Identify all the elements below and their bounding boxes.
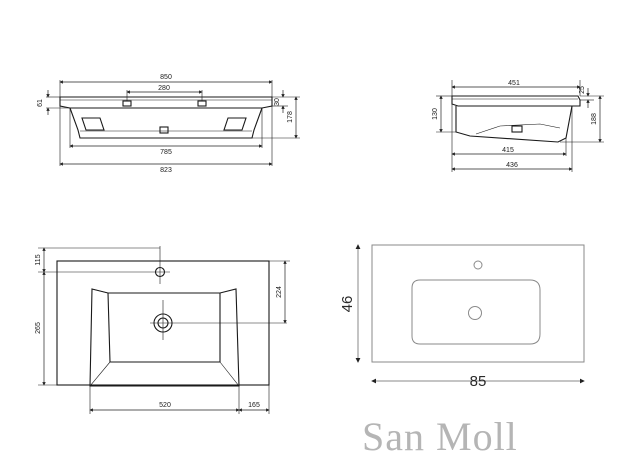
dim-depth: 451 (508, 80, 520, 87)
outline-view: 46 85 (339, 244, 585, 390)
side-view: 451 415 436 130 25 188 (432, 80, 604, 172)
dim-inner-depth: 415 (502, 147, 514, 154)
dim-tap-offset: 115 (35, 254, 42, 265)
dim-rim-height: 61 (37, 99, 44, 107)
dim-top-depth: 265 (35, 322, 42, 334)
dim-total-height: 178 (287, 111, 294, 123)
dim-inner-width: 785 (160, 149, 172, 156)
dim-width-cm: 85 (470, 373, 487, 390)
top-view: 115 265 224 520 165 (35, 246, 290, 414)
front-view: 850 280 785 823 61 30 178 (37, 74, 300, 174)
dim-tap-spacing: 280 (158, 85, 170, 92)
dim-top-depth: 30 (274, 98, 281, 106)
dim-overall-width: 850 (160, 74, 172, 81)
dim-drain-offset: 224 (276, 286, 283, 298)
tap-hole-left (122, 100, 132, 107)
dim-base-depth: 436 (506, 162, 518, 169)
dim-rim: 25 (579, 86, 586, 94)
dim-depth-cm: 46 (339, 296, 356, 313)
dim-base-width: 823 (160, 167, 172, 174)
tap-hole-right (197, 100, 207, 107)
brand-watermark: San Moll (362, 414, 518, 459)
dim-side-margin: 165 (248, 402, 260, 409)
outline-tap-hole (473, 260, 483, 270)
dim-side-total-height: 188 (591, 113, 598, 125)
outline-drain (468, 306, 482, 320)
dim-front-height: 130 (432, 108, 439, 120)
dim-basin-width: 520 (159, 402, 171, 409)
